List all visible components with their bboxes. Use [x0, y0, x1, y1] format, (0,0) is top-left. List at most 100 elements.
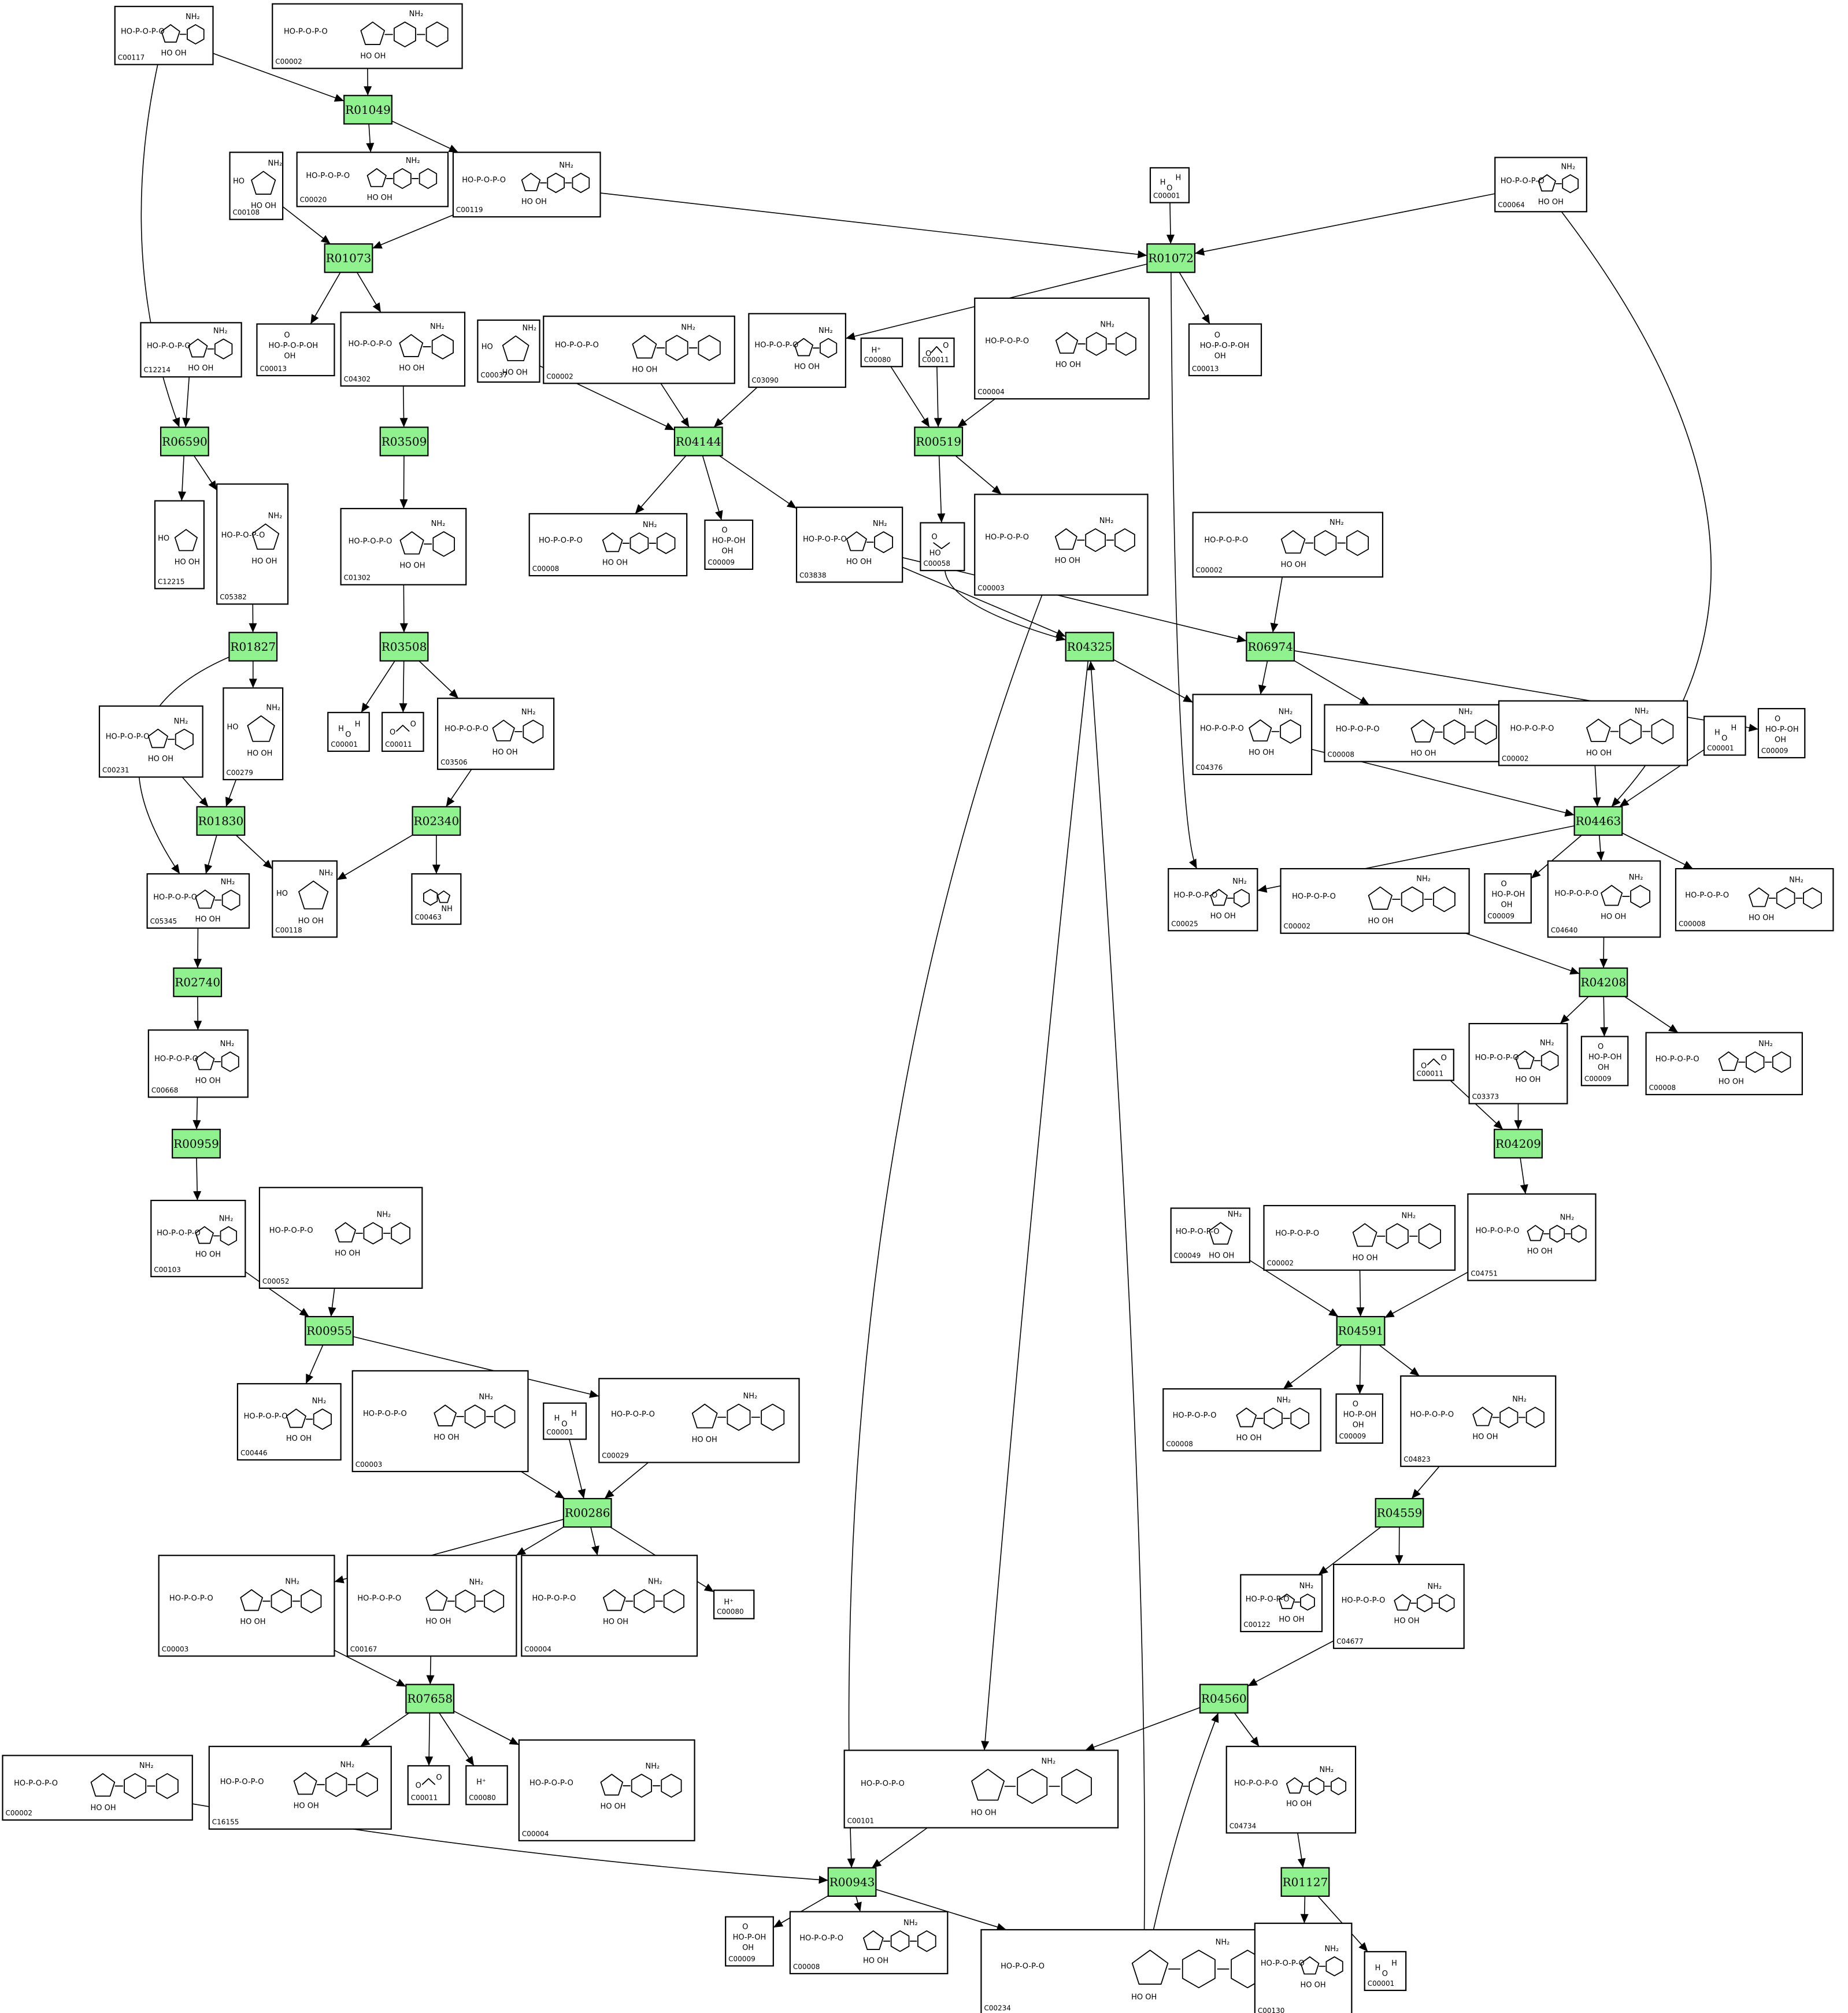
- reaction-box[interactable]: [196, 806, 246, 836]
- reaction-box[interactable]: [1146, 243, 1196, 273]
- reaction-box[interactable]: [562, 1497, 612, 1528]
- reaction-box[interactable]: [405, 1684, 455, 1714]
- reaction-box[interactable]: [1336, 1315, 1386, 1346]
- reaction-box[interactable]: [1199, 1684, 1249, 1714]
- reaction-node-r01072[interactable]: R01072: [1146, 243, 1196, 273]
- reaction-box[interactable]: [1579, 967, 1628, 998]
- reaction-node-r00959[interactable]: R00959: [172, 1129, 221, 1159]
- reaction-node-r07658[interactable]: R07658: [405, 1684, 455, 1714]
- reaction-node-r04463[interactable]: R04463: [1573, 806, 1623, 836]
- reaction-node-r01073[interactable]: R01073: [324, 243, 373, 273]
- reaction-box[interactable]: [1065, 632, 1114, 662]
- reaction-node-r00943[interactable]: R00943: [827, 1867, 877, 1897]
- reaction-box[interactable]: [673, 427, 723, 457]
- reaction-node-r06590[interactable]: R06590: [160, 427, 209, 457]
- reaction-box[interactable]: [1246, 632, 1295, 662]
- reaction-node-r01127[interactable]: R01127: [1280, 1867, 1330, 1897]
- reaction-box[interactable]: [305, 1315, 354, 1346]
- reaction-box[interactable]: [827, 1867, 877, 1897]
- reaction-box[interactable]: [914, 427, 964, 457]
- reaction-node-r01827[interactable]: R01827: [228, 632, 278, 662]
- reaction-node-r04559[interactable]: R04559: [1375, 1497, 1424, 1528]
- reaction-box[interactable]: [379, 632, 429, 662]
- reaction-node-r01049[interactable]: R01049: [343, 95, 392, 125]
- reaction-node-r04144[interactable]: R04144: [673, 427, 723, 457]
- reaction-node-r04591[interactable]: R04591: [1336, 1315, 1386, 1346]
- reaction-box[interactable]: [1573, 806, 1623, 836]
- reaction-box[interactable]: [228, 632, 278, 662]
- reaction-node-r00519[interactable]: R00519: [914, 427, 964, 457]
- reaction-node-r03509[interactable]: R03509: [379, 427, 429, 457]
- reaction-box[interactable]: [412, 806, 461, 836]
- reaction-node-r00955[interactable]: R00955: [305, 1315, 354, 1346]
- reaction-box[interactable]: [1375, 1497, 1424, 1528]
- reaction-node-r00286[interactable]: R00286: [562, 1497, 612, 1528]
- reaction-box[interactable]: [1494, 1129, 1543, 1159]
- reaction-box[interactable]: [172, 1129, 221, 1159]
- reaction-node-r04560[interactable]: R04560: [1199, 1684, 1249, 1714]
- reaction-node-r02340[interactable]: R02340: [412, 806, 461, 836]
- reaction-node-r03508[interactable]: R03508: [379, 632, 429, 662]
- reaction-node-r04325[interactable]: R04325: [1065, 632, 1114, 662]
